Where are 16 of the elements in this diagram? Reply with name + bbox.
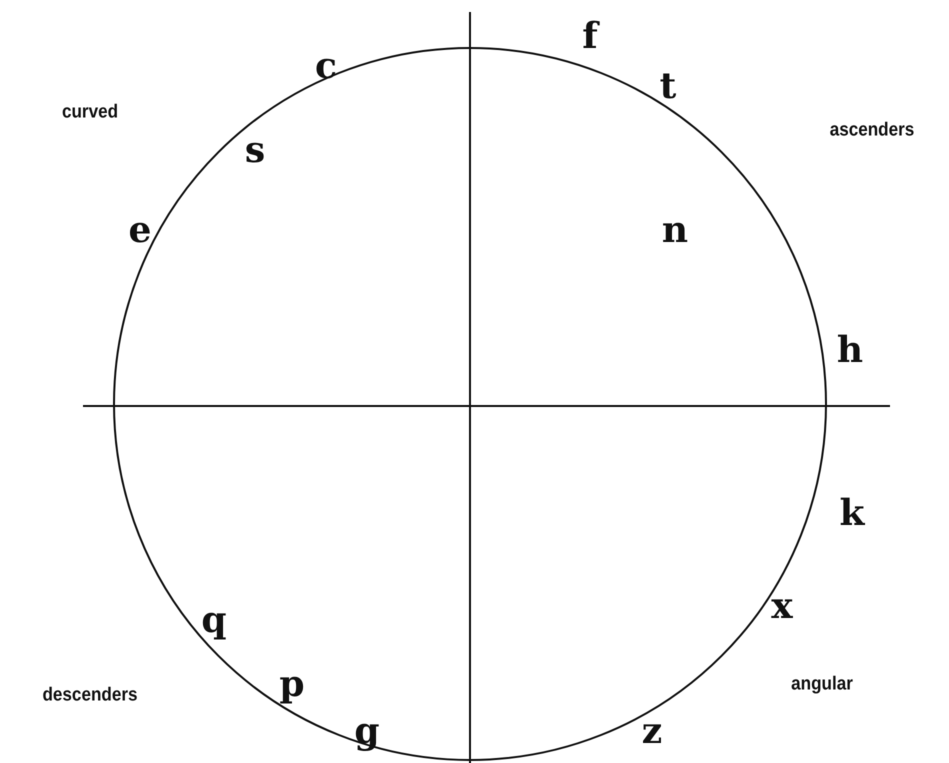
letter-label: h xyxy=(836,332,864,368)
letter-label: p xyxy=(279,666,305,702)
letter-label: n xyxy=(662,212,688,248)
group-label: curved xyxy=(62,102,118,122)
group-label: descenders xyxy=(42,686,138,704)
letter-label: t xyxy=(660,68,676,104)
group-label: ascenders xyxy=(830,120,914,140)
letter-label: k xyxy=(840,495,864,531)
letter-label: s xyxy=(244,132,266,168)
letter-label: g xyxy=(354,713,380,749)
letter-label: q xyxy=(201,602,227,638)
letter-label: z xyxy=(642,713,662,749)
letter-label: e xyxy=(128,212,152,248)
group-label: angular xyxy=(791,674,853,694)
letter-label: x xyxy=(771,588,793,624)
letter-label: f xyxy=(582,18,598,54)
